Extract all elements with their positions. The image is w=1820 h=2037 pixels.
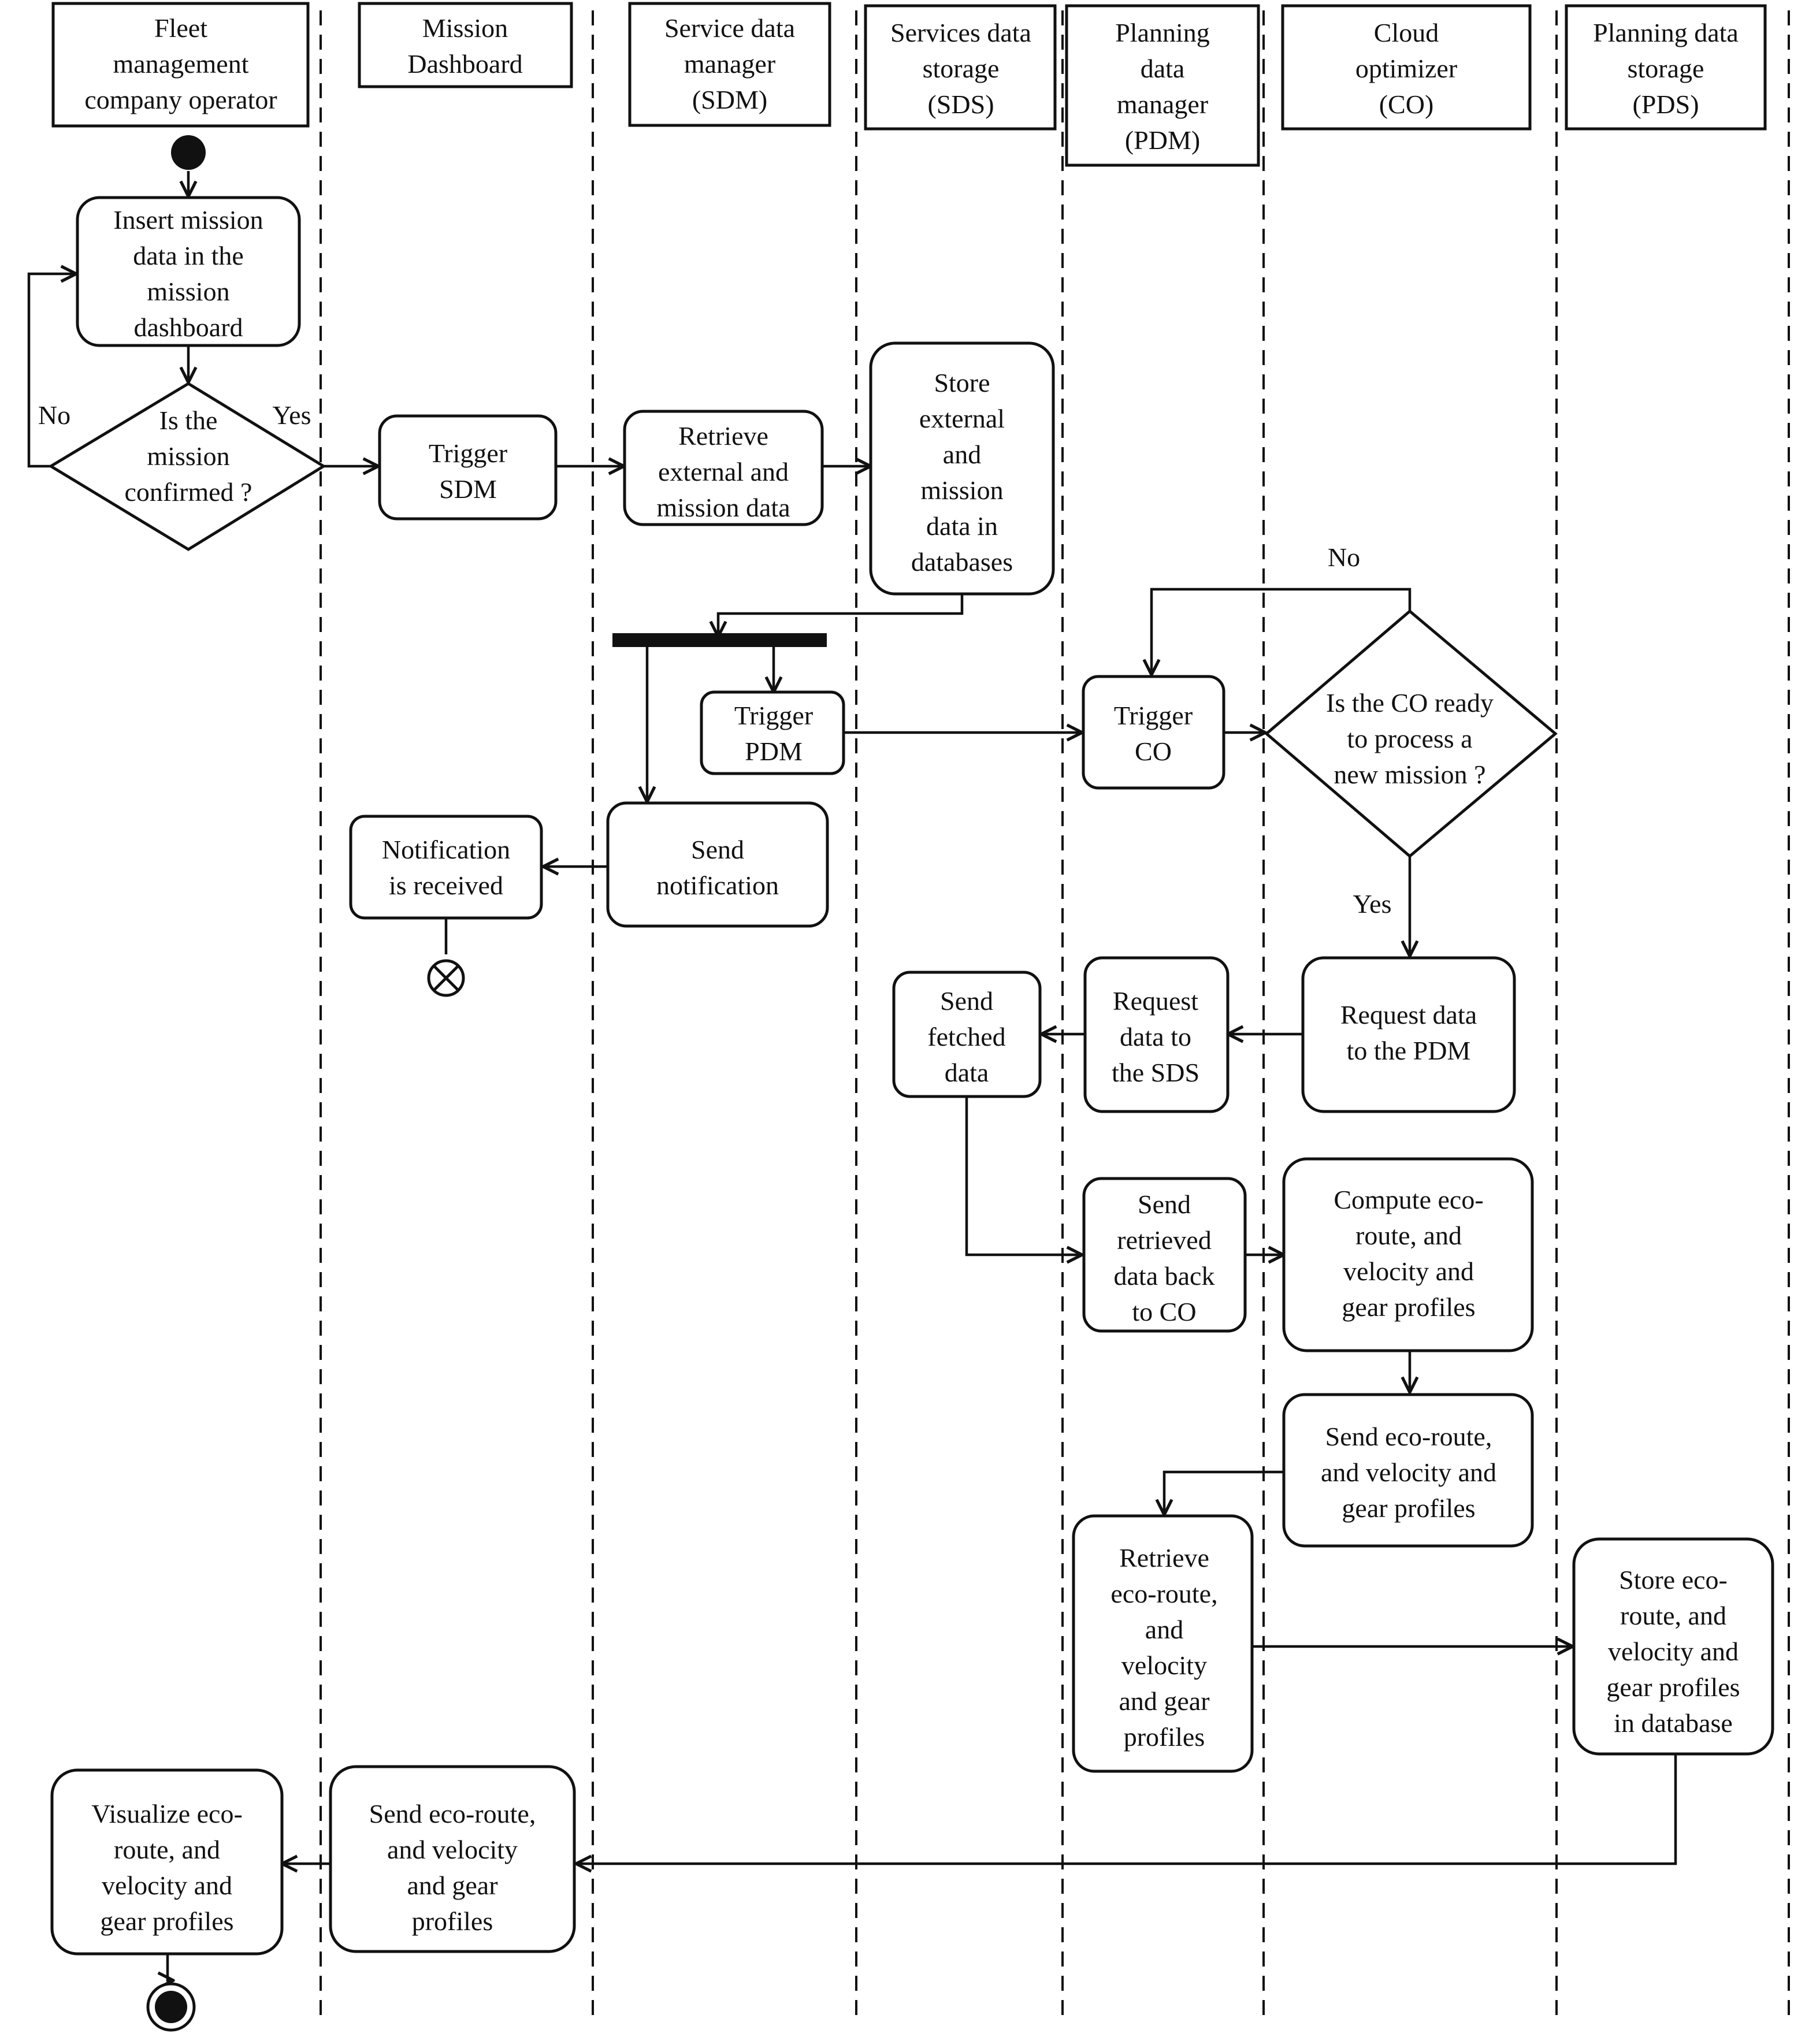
edge-label-co-no: No: [1328, 542, 1360, 572]
edge-label-mission-yes: Yes: [273, 400, 311, 430]
connectors: [27, 171, 1677, 1980]
flow-final-node: [427, 959, 465, 997]
edge-label-mission-no: No: [38, 400, 70, 430]
activity-final-node: [146, 1982, 196, 2032]
start-node: [171, 135, 206, 170]
swimlane-separators: [320, 10, 1790, 2022]
fork-bar: [612, 633, 827, 647]
edge-label-co-yes: Yes: [1353, 889, 1392, 919]
